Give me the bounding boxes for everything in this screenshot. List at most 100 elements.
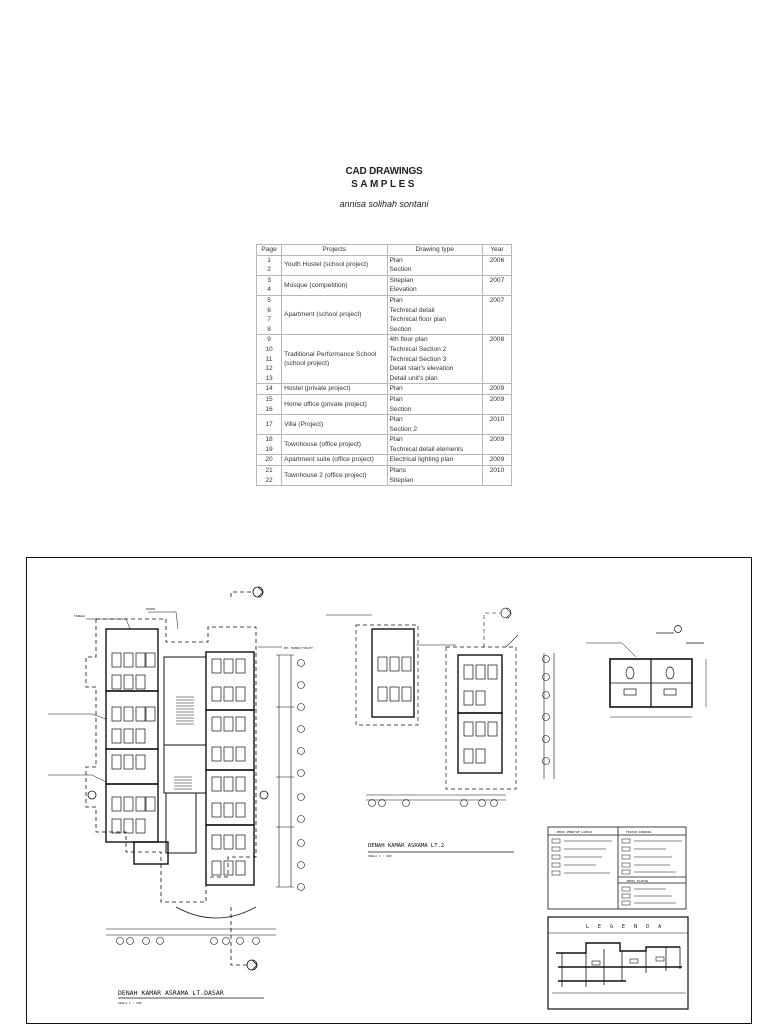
page-cell-line: 4 [267,286,271,294]
year-cell: 2009 [481,434,513,456]
tag-stair: TANGGA [74,614,85,618]
page-cell-line: 9 [267,336,271,344]
tag-room: KAMAR [146,607,155,611]
stair-treads [174,696,194,790]
author-name: annisa solihah sontani [339,199,429,209]
drawing-type-cell-line: Electrical lighting plan [389,456,454,464]
legend-col2-heading: FINISH DINDING [626,830,651,834]
project-cell: Apartment (school project) [281,294,388,336]
drawing-type-cell-line: Technical detail [389,306,435,314]
drawing-type-cell-line: Siteplan [389,276,414,284]
second-plan-scale: SKALA 1 : 100 [368,854,392,858]
second-floor-markers [326,607,555,807]
page-cell-line: 11 [265,355,273,363]
page-cell-line: 12 [265,365,273,373]
second-floor-furniture [377,656,498,764]
toilet-fixtures [586,625,707,718]
drawing-type-cell: Plan [386,383,483,395]
legend-table [547,826,687,910]
drawing-type-cell-line: 4th floor plan [389,336,428,344]
document-title: CAD DRAWINGS [345,166,423,177]
project-cell: Mosque (competition) [281,274,388,296]
ground-plan-scale: SKALA 1 : 100 [118,1001,142,1005]
page-cell: 20 [255,454,283,467]
ground-plan-title: DENAH KAMAR ASRAMA LT.DASAR [118,989,224,997]
page-cell: 14 [255,383,283,395]
legend-col3-heading: JENIS PLAFON [626,879,648,883]
project-cell: Traditional Performance School (school p… [281,334,388,385]
table-row: 20 Apartment suite (office project)Electr… [255,454,513,467]
drawing-type-cell-line: Detail unit's plan [389,374,438,382]
page-cell-line: 20 [265,456,273,464]
page-cell-line: 18 [265,436,273,444]
drawing-type-cell-line: Plans [389,467,407,475]
year-cell: 2009 [481,454,513,467]
page-cell-line: 1 [267,256,271,264]
sheet-border [26,557,752,1024]
page-cell-line: 19 [265,445,273,453]
room-furniture [111,652,246,876]
header-page: Page [255,244,283,256]
page-cell-line: 13 [265,374,273,382]
drawing-type-cell-line: Plan [389,296,403,304]
drawing-type-cell-line: Plan [389,256,403,264]
table-header-row: Page Projects Drawing type Year [255,244,513,256]
year-cell: 2007 [481,294,513,336]
page-cell-line: 14 [265,385,273,393]
drawing-type-cell-line: Technical Section 3 [389,355,447,363]
project-cell: Apartment suite (office project) [281,454,388,467]
second-plan-title: DENAH KAMAR ASRAMA LT.2 [368,843,444,849]
page-cell-line: 3 [267,276,271,284]
project-cell: Villa (Project) [281,414,388,436]
title-block: CAD DRAWINGS SAMPLES annisa solihah sont… [0,166,768,209]
drawing-type-cell-line: Plan [389,385,403,393]
drawing-type-cell-line: Plan [389,436,403,444]
year-cell: 2010 [481,414,513,436]
second-floor-plan [355,624,517,790]
drawing-type-cell-line: Elevation [389,286,417,294]
drawing-type-cell-line: Technical Section 2 [389,345,447,353]
legend-col1-heading: JENIS PENUTUP LANTAI [556,830,592,834]
toilet-detail [609,658,693,708]
cad-drawing-svg: TANGGA KAMAR KM. MANDI/TOILET DENAH KAMA… [26,557,752,1024]
section-legend-box [547,916,689,1010]
cad-drawing-sheet: TANGGA KAMAR KM. MANDI/TOILET DENAH KAMA… [26,557,752,1024]
project-cell: Home office (private project) [281,393,388,416]
project-cell: Youth Hostel (school project) [281,254,388,276]
page-cell-line: 17 [265,420,273,428]
legend-title: L E G E N D A [586,924,664,930]
drawing-type-cell-line: Section [389,325,412,333]
year-cell: 2009 [481,393,513,416]
drawing-type-cell-line: Technical detail elements [389,445,464,453]
year-cell: 2009 [481,383,513,395]
drawing-type-cell-line: Section [389,266,412,274]
page-cell-line: 8 [267,325,271,333]
header-drawing-type: Drawing type [386,244,483,256]
year-cell: 2007 [481,274,513,296]
page-cell-line: 6 [267,306,271,314]
drawing-type-cell-line: Detail stair's elevation [389,365,454,373]
year-cell: 2010 [481,465,513,487]
building-section [552,942,686,994]
page-cell-line: 5 [267,296,271,304]
project-cell: Townhouse 2 (office project) [281,465,388,487]
